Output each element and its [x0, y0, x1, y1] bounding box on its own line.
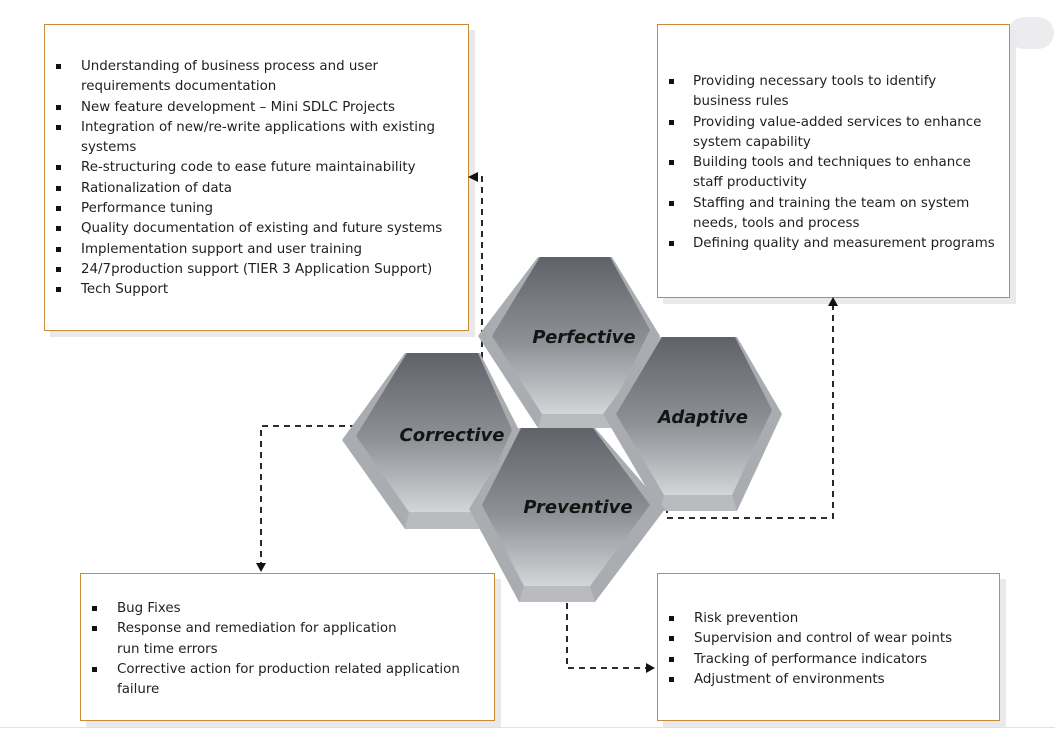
corner-tab [1008, 17, 1054, 49]
list-item: Tech Support [45, 280, 468, 300]
list-item: Providing necessary tools to identify bus… [658, 72, 1009, 113]
list-item-text: Staffing and training the team on system [693, 195, 970, 211]
list-item-text: staff productivity [693, 175, 807, 191]
list-item-text: Quality documentation of existing and fu… [81, 221, 443, 237]
corrective-hexagon [342, 353, 520, 529]
adaptive-activities-list: Providing necessary tools to identify bus… [658, 72, 1009, 255]
list-item-text: Tracking of performance indicators [694, 651, 928, 667]
connector-preventive [566, 603, 655, 673]
list-item: Quality documentation of existing and fu… [45, 219, 468, 239]
connector-perfective [468, 172, 483, 358]
perfective-hexagon [478, 257, 660, 428]
list-item-text: systems [81, 140, 137, 156]
perfective-activities-box: Understanding of business process and us… [44, 24, 469, 331]
adaptive-activities-box: Providing necessary tools to identify bus… [657, 24, 1010, 298]
list-item: Implementation support and user training [45, 240, 468, 260]
list-item-text: Rationalization of data [81, 180, 232, 196]
list-item-text: Providing value-added services to enhanc… [693, 114, 982, 130]
preventive-label: Preventive [523, 497, 632, 518]
connector-corrective [256, 425, 356, 572]
adaptive-label: Adaptive [656, 407, 748, 428]
list-item: Understanding of business process and us… [45, 57, 468, 98]
list-item-text: Providing necessary tools to identify [693, 74, 937, 89]
list-item-text: Performance tuning [81, 201, 214, 217]
list-item-text: Response and remediation for application [117, 621, 397, 637]
list-item-text: Re-structuring code to ease future maint… [81, 160, 416, 176]
list-item: Rationalization of data [45, 179, 468, 199]
list-item-text: needs, tools and process [693, 216, 860, 232]
list-item-text: business rules [693, 94, 789, 110]
list-item: Defining quality and measurement program… [658, 234, 1009, 254]
list-item-text: Supervision and control of wear points [694, 631, 953, 647]
list-item-text: Corrective action for production related… [117, 661, 460, 677]
list-item: Performance tuning [45, 199, 468, 219]
adaptive-hexagon [603, 337, 782, 511]
corrective-label: Corrective [400, 425, 505, 446]
list-item-text: Adjustment of environments [694, 671, 885, 687]
perfective-label: Perfective [532, 327, 635, 348]
list-item-text: Defining quality and measurement program… [693, 236, 995, 252]
list-item: Integration of new/re-write applications… [45, 118, 468, 159]
list-item: New feature development – Mini SDLC Proj… [45, 98, 468, 118]
list-item: Building tools and techniques to enhance… [658, 153, 1009, 194]
list-item-text: failure [117, 682, 160, 698]
list-item: 24/7production support (TIER 3 Applicati… [45, 260, 468, 280]
list-item: Supervision and control of wear points [658, 629, 999, 649]
list-item-text: run time errors [117, 641, 218, 657]
list-item-text: Building tools and techniques to enhance [693, 155, 971, 171]
list-item-text: Tech Support [81, 282, 169, 298]
list-item: Adjustment of environments [658, 670, 999, 690]
list-item-text: Bug Fixes [117, 601, 181, 616]
list-item-text: requirements documentation [81, 79, 277, 95]
list-item-text: New feature development – Mini SDLC Proj… [81, 99, 396, 115]
list-item-text: system capability [693, 134, 811, 150]
list-item: Tracking of performance indicators [658, 650, 999, 670]
list-item: Staffing and training the team on system… [658, 194, 1009, 235]
list-item: Bug Fixes [81, 599, 494, 619]
list-item: Re-structuring code to ease future maint… [45, 158, 468, 178]
list-item-text: Understanding of business process and us… [81, 59, 379, 74]
list-item-text: Implementation support and user training [81, 241, 363, 257]
list-item-text: Risk prevention [694, 611, 799, 626]
list-item: Corrective action for production related… [81, 660, 494, 701]
perfective-activities-list: Understanding of business process and us… [45, 57, 468, 301]
preventive-hexagon [469, 428, 665, 602]
page-bottom-rule [0, 727, 1055, 728]
list-item: Response and remediation for application… [81, 619, 494, 660]
list-item-text: Integration of new/re-write applications… [81, 119, 435, 135]
list-item: Providing value-added services to enhanc… [658, 113, 1009, 154]
list-item: Risk prevention [658, 609, 999, 629]
list-item-text: 24/7production support (TIER 3 Applicati… [81, 261, 433, 277]
